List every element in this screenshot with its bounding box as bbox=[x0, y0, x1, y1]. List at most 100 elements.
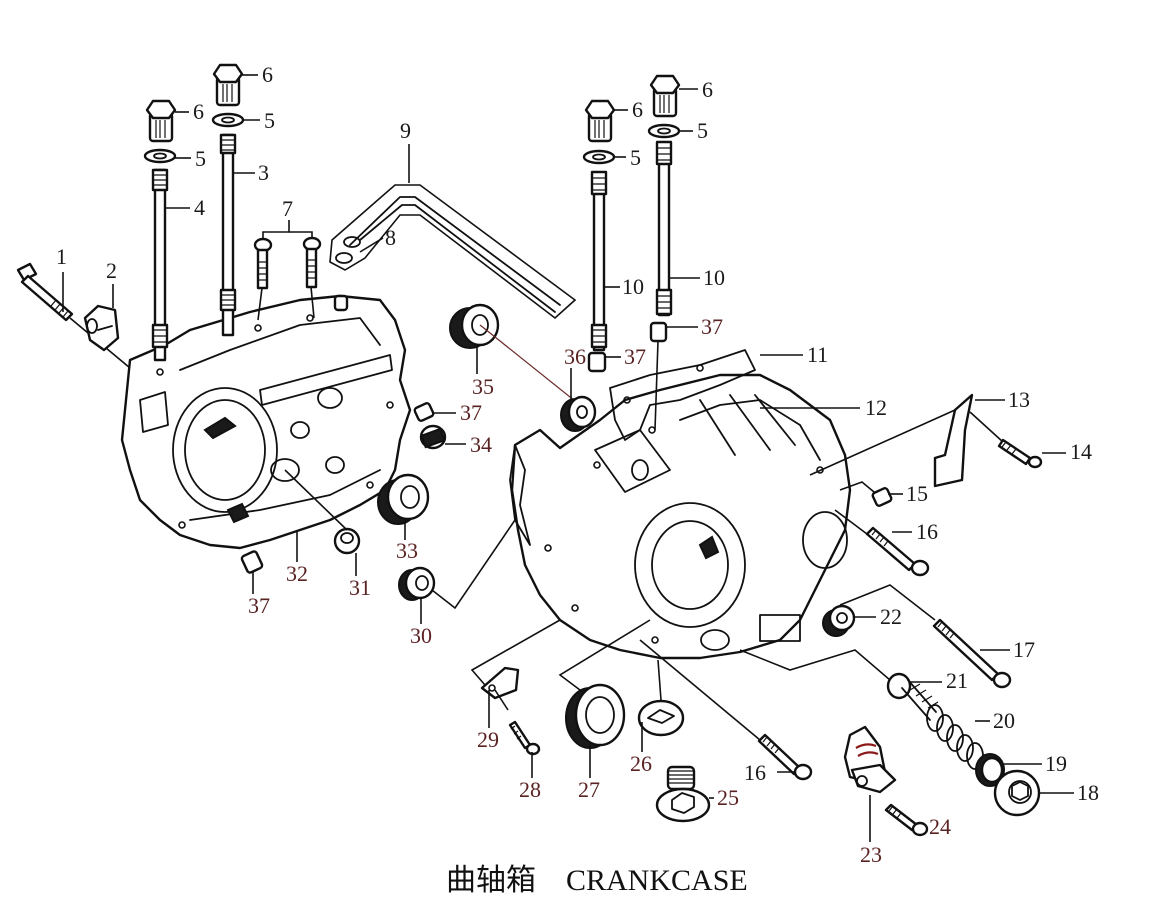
nut-6-right-b bbox=[649, 74, 681, 118]
bushing-34 bbox=[419, 424, 447, 450]
o-ring-19 bbox=[975, 753, 1005, 787]
part-number-label-10: 10 bbox=[622, 274, 644, 299]
callout-leaders bbox=[62, 74, 1074, 842]
part-number-label-32: 32 bbox=[286, 561, 308, 586]
part-number-label-26: 26 bbox=[630, 751, 652, 776]
bearing-30 bbox=[398, 519, 516, 610]
oil-pipe-9 bbox=[329, 184, 577, 320]
dowel-15 bbox=[839, 481, 893, 507]
part-number-label-28: 28 bbox=[519, 777, 541, 802]
part-number-label-37: 37 bbox=[701, 314, 723, 339]
oil-seal-36 bbox=[560, 395, 597, 432]
bolt-14 bbox=[969, 411, 1043, 469]
bolt-16-lower bbox=[639, 639, 813, 781]
shift-drum-stopper-23 bbox=[843, 725, 897, 794]
diagram-title-en: CRANKCASE bbox=[566, 864, 748, 897]
part-number-label-5: 5 bbox=[264, 108, 275, 133]
part-number-label-6: 6 bbox=[193, 99, 204, 124]
part-number-label-6: 6 bbox=[702, 77, 713, 102]
bearing-33 bbox=[377, 473, 430, 525]
part-number-label-23: 23 bbox=[860, 842, 882, 867]
leader-line-c8 bbox=[359, 237, 384, 253]
part-number-label-3: 3 bbox=[258, 160, 269, 185]
part-number-label-8: 8 bbox=[385, 225, 396, 250]
diagram-title-cn: 曲轴箱 bbox=[446, 864, 536, 897]
dowel-pin-37-c bbox=[413, 402, 435, 422]
part-number-label-14: 14 bbox=[1070, 439, 1092, 464]
oil-seal-27 bbox=[558, 619, 651, 749]
nut-6-left-b bbox=[212, 63, 244, 107]
stud-bolt-4 bbox=[151, 168, 169, 362]
part-number-label-21: 21 bbox=[946, 668, 968, 693]
dowel-pin-37-d bbox=[240, 550, 264, 574]
part-number-label-22: 22 bbox=[880, 604, 902, 629]
part-number-label-37: 37 bbox=[248, 593, 270, 618]
leader-line-c7 bbox=[262, 220, 290, 240]
part-number-label-18: 18 bbox=[1077, 780, 1099, 805]
part-number-label-17: 17 bbox=[1013, 637, 1035, 662]
nut-6-right-a bbox=[584, 99, 616, 143]
part-number-label-27: 27 bbox=[578, 777, 600, 802]
part-number-label-30: 30 bbox=[410, 623, 432, 648]
nut-6-left-a bbox=[145, 99, 177, 143]
part-number-label-34: 34 bbox=[470, 432, 492, 457]
part-number-label-5: 5 bbox=[630, 145, 641, 170]
gasket-26 bbox=[637, 659, 685, 737]
oil-filter-screen-21 bbox=[739, 649, 939, 721]
leader-line-c7-branch bbox=[289, 231, 313, 238]
part-number-label-6: 6 bbox=[262, 62, 273, 87]
o-ring-8 bbox=[335, 236, 361, 264]
part-number-label-1: 1 bbox=[56, 244, 67, 269]
part-number-label-2: 2 bbox=[106, 258, 117, 283]
spring-20 bbox=[926, 704, 984, 770]
part-number-label-19: 19 bbox=[1045, 751, 1067, 776]
part-number-label-15: 15 bbox=[906, 481, 928, 506]
part-number-label-11: 11 bbox=[807, 342, 828, 367]
bolt-17 bbox=[839, 584, 1012, 689]
part-number-label-5: 5 bbox=[195, 146, 206, 171]
bolt-16-upper bbox=[834, 509, 930, 577]
dowel-pin-37-b bbox=[649, 321, 668, 431]
gasket bbox=[509, 349, 756, 546]
part-number-label-36: 36 bbox=[564, 344, 586, 369]
bracket-13 bbox=[809, 393, 974, 488]
part-number-label-12: 12 bbox=[865, 395, 887, 420]
washer-5-right-a bbox=[582, 149, 616, 165]
part-number-label-7: 7 bbox=[282, 196, 293, 221]
part-number-label-5: 5 bbox=[697, 118, 708, 143]
part-number-label-35: 35 bbox=[472, 374, 494, 399]
stud-bolt-10-a bbox=[590, 170, 608, 352]
stud-bolt-3 bbox=[219, 133, 237, 337]
part-number-label-4: 4 bbox=[194, 195, 205, 220]
clamp-2 bbox=[83, 304, 120, 352]
drain-cap-18 bbox=[993, 769, 1041, 817]
plate-29 bbox=[470, 619, 561, 711]
part-number-label-37: 37 bbox=[624, 344, 646, 369]
dowel-pin-37-a bbox=[587, 351, 607, 373]
washer-5-left-b bbox=[211, 112, 245, 128]
part-number-label-10: 10 bbox=[703, 265, 725, 290]
cap-22 bbox=[822, 604, 856, 637]
bolt-28 bbox=[508, 720, 541, 756]
washer-5-right-b bbox=[647, 123, 681, 139]
part-number-label-24: 24 bbox=[929, 814, 951, 839]
drain-plug-25 bbox=[655, 765, 711, 823]
part-number-label-31: 31 bbox=[349, 575, 371, 600]
part-number-label-16: 16 bbox=[916, 519, 938, 544]
bolt-24 bbox=[884, 803, 929, 837]
part-number-label-37: 37 bbox=[460, 400, 482, 425]
part-number-label-16: 16 bbox=[744, 760, 766, 785]
part-number-label-25: 25 bbox=[717, 785, 739, 810]
bearing-35 bbox=[449, 303, 581, 406]
bushing-31 bbox=[284, 469, 361, 555]
part-number-label-6: 6 bbox=[632, 97, 643, 122]
bolt-7-pair bbox=[253, 236, 322, 321]
part-number-label-9: 9 bbox=[400, 118, 411, 143]
right-crankcase-half bbox=[510, 373, 852, 660]
washer-5-left-a bbox=[143, 148, 177, 164]
part-number-label-20: 20 bbox=[993, 708, 1015, 733]
bolt-1 bbox=[16, 262, 131, 369]
part-number-label-13: 13 bbox=[1008, 387, 1030, 412]
